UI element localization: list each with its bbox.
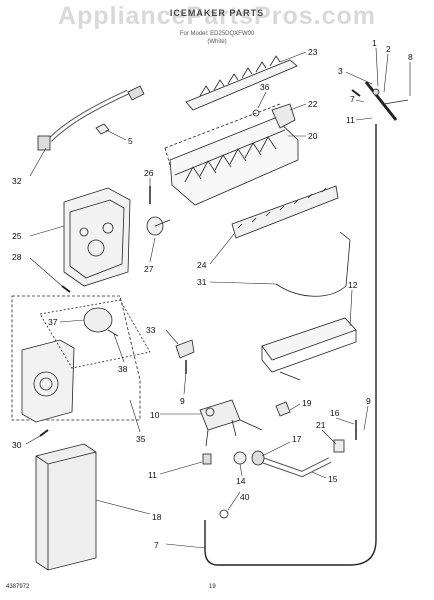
callout-24: 24 (197, 260, 207, 270)
document-number: 4387972 (6, 584, 30, 590)
callout-15: 15 (328, 474, 338, 484)
page-number: 19 (209, 584, 216, 590)
callout-5: 5 (128, 136, 133, 146)
callout-38: 38 (118, 364, 128, 374)
water-valve (199, 399, 263, 447)
callout-11-bottom: 11 (148, 470, 157, 480)
front-cover (21, 339, 75, 423)
front-cover-group-box (11, 295, 141, 421)
ferrule-21 (333, 439, 345, 453)
callout-25: 25 (12, 231, 22, 241)
model-line: For Model: ED25DQXFW00 (179, 31, 255, 37)
callout-30: 30 (12, 440, 22, 450)
callout-37: 37 (48, 317, 58, 327)
callout-3: 3 (338, 66, 343, 76)
callout-7-top: 7 (350, 94, 355, 104)
callout-21: 21 (316, 420, 326, 430)
callout-35: 35 (136, 434, 146, 444)
fitting-11-bottom (202, 453, 212, 465)
callout-40: 40 (240, 492, 250, 502)
callout-12: 12 (348, 280, 358, 290)
callout-11-top: 11 (346, 115, 355, 125)
callout-14: 14 (236, 476, 246, 486)
screw-30 (39, 429, 49, 437)
callout-9-left: 9 (180, 396, 185, 406)
water-line (204, 124, 377, 566)
screw-28 (61, 285, 71, 293)
nut-17 (251, 450, 265, 466)
callout-labels: 1 2 3 7 8 11 23 36 22 20 5 32 26 25 27 2… (12, 38, 413, 550)
bracket-19 (275, 401, 291, 417)
callout-2: 2 (386, 44, 391, 54)
callout-9-right: 9 (366, 396, 371, 406)
fitting-14 (233, 451, 247, 465)
wire-cover-12 (261, 317, 357, 381)
color-line: (White) (207, 39, 227, 45)
shut-off-wire-31 (275, 231, 351, 297)
callout-32: 32 (12, 176, 22, 186)
callout-27: 27 (144, 264, 154, 274)
callout-16: 16 (330, 408, 340, 418)
callout-19: 19 (302, 398, 312, 408)
callout-26: 26 (144, 168, 154, 178)
clip-40 (219, 509, 229, 519)
clamp-33 (175, 339, 195, 374)
wire-harness (37, 85, 145, 151)
callout-36: 36 (260, 82, 270, 92)
plate-38 (39, 299, 151, 369)
callout-1: 1 (372, 38, 377, 48)
diagram-title: ICEMAKER PARTS (169, 8, 265, 18)
callout-31: 31 (197, 277, 207, 287)
wire-clip-5 (95, 123, 110, 135)
shut-off-arm-36 (252, 109, 260, 117)
callout-20: 20 (308, 131, 318, 141)
callout-17: 17 (292, 434, 302, 444)
ice-bin (35, 443, 97, 571)
callout-23: 23 (308, 47, 318, 57)
fill-tube-assembly (351, 81, 409, 121)
inlet-tube-15 (261, 457, 332, 478)
leader-lines (25, 47, 411, 549)
ejector-blade-assembly (185, 55, 298, 111)
thermostat-27 (146, 216, 171, 236)
fill-cup (271, 103, 296, 129)
motor-37 (83, 307, 119, 337)
callout-33: 33 (146, 325, 156, 335)
watermark: AppliancePartsPros.com (58, 2, 376, 30)
callout-22: 22 (308, 99, 318, 109)
icemaker-mold (164, 103, 299, 206)
callout-7-bottom: 7 (154, 540, 159, 550)
control-housing (63, 187, 131, 287)
callout-8: 8 (408, 52, 413, 62)
mounting-bracket-24 (231, 185, 339, 239)
callout-10: 10 (150, 410, 160, 420)
callout-28: 28 (12, 252, 22, 262)
callout-18: 18 (152, 512, 162, 522)
